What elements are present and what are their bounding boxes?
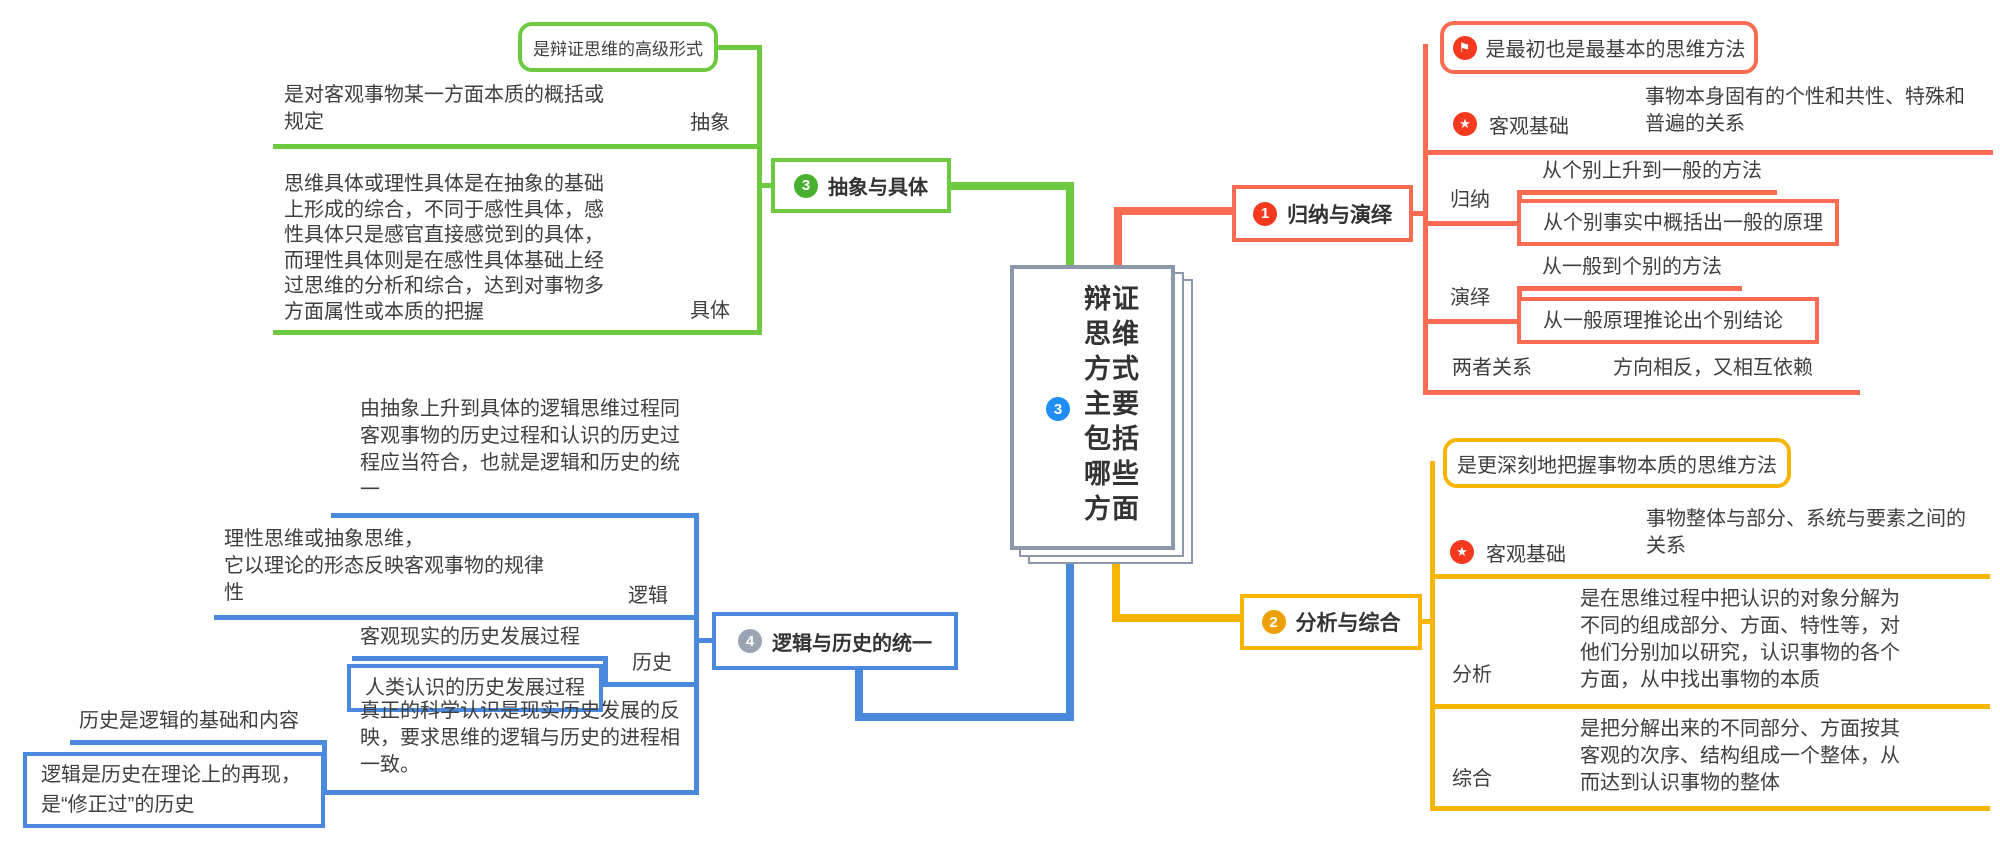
history-objective-process[interactable]: 客观现实的历史发展过程 (360, 626, 580, 648)
star-icon: ★ (1453, 112, 1477, 136)
relation-label[interactable]: 两者关系 (1452, 357, 1532, 379)
center-topic-text: 辩证 思维 方式 主要 包括 哪些 方面 (1084, 284, 1140, 524)
blue-path-vertical1 (1066, 550, 1074, 721)
science-sub1[interactable]: 历史是逻辑的基础和内容 (79, 710, 299, 732)
basis2-label[interactable]: 客观基础 (1486, 544, 1566, 566)
node-induction-deduction[interactable]: 1 归纳与演绎 (1232, 185, 1413, 242)
induction-line1-underline (1517, 190, 1777, 195)
badge-2: 2 (1261, 610, 1286, 634)
node-analysis-synthesis-label: 分析与综合 (1295, 612, 1401, 635)
history-parent-line (603, 682, 699, 687)
badge-4: 4 (738, 629, 762, 653)
induction-label[interactable]: 归纳 (1450, 189, 1490, 211)
concrete-desc[interactable]: 思维具体或理性具体是在抽象的基础 上形成的综合，不同于感性具体，感 性具体只是感… (284, 173, 604, 323)
red-trunk (1423, 44, 1428, 392)
synthesis-underline (1430, 806, 1990, 811)
star-icon: ★ (1450, 540, 1474, 564)
basis1-desc[interactable]: 事物本身固有的个性和共性、特殊和 普遍的关系 (1645, 86, 1965, 135)
badge-1: 1 (1253, 201, 1277, 226)
yellow-node-stub (1418, 619, 1432, 624)
yellow-trunk (1430, 461, 1435, 811)
red-path-horizontal (1114, 207, 1234, 215)
induction-parent-line (1423, 221, 1521, 226)
blue-trunk (694, 513, 699, 795)
green-path-vertical (1066, 182, 1074, 265)
basis2-underline (1430, 574, 1990, 579)
callout-basic-method[interactable]: ⚑ 是最初也是最基本的思维方法 (1440, 21, 1758, 74)
basis2-desc[interactable]: 事物整体与部分、系统与要素之间的 关系 (1646, 508, 1966, 557)
concrete-underline (273, 330, 762, 335)
logic-underline (214, 615, 699, 620)
relation-underline (1423, 390, 1860, 395)
node-induction-deduction-label: 归纳与演绎 (1287, 203, 1392, 227)
history-label[interactable]: 历史 (632, 652, 672, 674)
blue-path-vertical2 (855, 668, 863, 721)
deduction-method[interactable]: 从一般到个别的方法 (1542, 256, 1722, 278)
history-line1-underline (352, 656, 607, 661)
callout-advanced-form-text: 是辩证思维的高级形式 (533, 39, 703, 59)
synthesis-label[interactable]: 综合 (1452, 768, 1492, 790)
basis1-label[interactable]: 客观基础 (1489, 116, 1569, 138)
logic-label[interactable]: 逻辑 (628, 585, 668, 607)
history-fork (603, 656, 608, 686)
center-badge: 3 (1046, 397, 1070, 421)
science-desc[interactable]: 真正的科学认识是现实历史发展的反 映，要求思维的逻辑与历史的进程相 一致。 (360, 700, 680, 776)
analysis-desc[interactable]: 是在思维过程中把认识的对象分解为 不同的组成部分、方面、特性等，对 他们分别加以… (1580, 588, 1900, 691)
callout-deeper-method[interactable]: 是更深刻地把握事物本质的思维方法 (1443, 438, 1791, 488)
abstract-underline (273, 144, 762, 149)
summary-underline (331, 513, 699, 518)
basis1-underline (1423, 150, 1993, 155)
green-path-horizontal (951, 182, 1074, 190)
node-logic-history-label: 逻辑与历史的统一 (772, 632, 932, 655)
abstract-desc[interactable]: 是对客观事物某一方面本质的概括或 规定 (284, 84, 604, 133)
red-path-vertical (1114, 207, 1122, 265)
induction-method[interactable]: 从个别上升到一般的方法 (1542, 160, 1762, 182)
logic-desc[interactable]: 理性思维或抽象思维， 它以理论的形态反映客观事物的规律 性 (224, 528, 544, 604)
deduction-line1-underline (1517, 286, 1742, 291)
science-underline (322, 790, 699, 795)
red-node-stub (1411, 211, 1425, 216)
node-analysis-synthesis[interactable]: 2 分析与综合 (1240, 594, 1422, 650)
analysis-label[interactable]: 分析 (1452, 664, 1492, 686)
callout-basic-method-text: 是最初也是最基本的思维方法 (1485, 39, 1746, 61)
node-logic-history[interactable]: 4 逻辑与历史的统一 (712, 612, 958, 670)
node-abstract-concrete-label: 抽象与具体 (828, 177, 928, 199)
flag-icon: ⚑ (1452, 35, 1477, 60)
callout-deeper-method-text: 是更深刻地把握事物本质的思维方法 (1457, 454, 1777, 477)
deduction-parent-line (1423, 319, 1521, 324)
concrete-label[interactable]: 具体 (690, 300, 730, 322)
abstract-label[interactable]: 抽象 (690, 112, 730, 134)
science-sub1-underline (70, 740, 326, 745)
deduction-label[interactable]: 演绎 (1450, 287, 1490, 309)
induction-principle-box[interactable]: 从个别事实中概括出一般的原理 (1517, 199, 1839, 246)
center-topic-node[interactable]: 3 辩证 思维 方式 主要 包括 哪些 方面 (1010, 265, 1175, 550)
blue-node-stub (694, 638, 714, 643)
logic-history-summary[interactable]: 由抽象上升到具体的逻辑思维过程同 客观事物的历史过程和认识的历史过 程应当符合，… (360, 398, 680, 501)
relation-desc[interactable]: 方向相反，又相互依赖 (1613, 357, 1813, 379)
node-abstract-concrete[interactable]: 3 抽象与具体 (771, 158, 951, 213)
blue-path-horizontal (859, 713, 1074, 721)
green-callout-elbow (713, 45, 762, 50)
history-cognition-box[interactable]: 人类认识的历史发展过程 (347, 664, 603, 712)
yellow-path-vertical (1112, 550, 1120, 622)
science-sub2-box[interactable]: 逻辑是历史在理论上的再现， 是“修正过”的历史 (23, 752, 325, 828)
badge-3: 3 (794, 173, 818, 198)
yellow-path-horizontal (1112, 614, 1242, 622)
analysis-underline (1430, 704, 1990, 709)
green-trunk (757, 45, 762, 335)
callout-advanced-form[interactable]: 是辩证思维的高级形式 (518, 22, 718, 72)
green-node-stub (757, 183, 773, 188)
deduction-principle-box[interactable]: 从一般原理推论出个别结论 (1517, 297, 1819, 344)
synthesis-desc[interactable]: 是把分解出来的不同部分、方面按其 客观的次序、结构组成一个整体，从 而达到认识事… (1580, 718, 1900, 794)
